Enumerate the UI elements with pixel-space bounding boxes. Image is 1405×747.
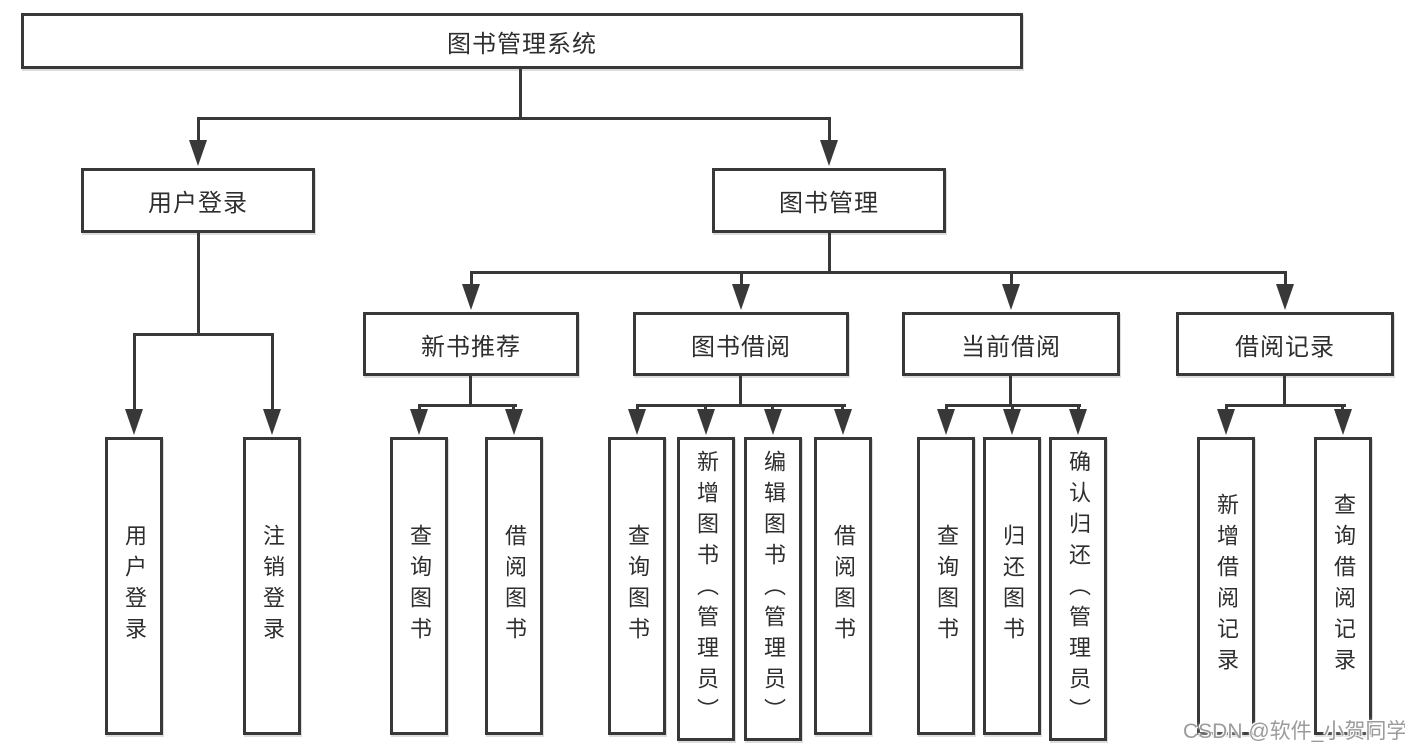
node-current-borrowing-label: 当前借阅 [961, 333, 1061, 361]
leaf-query-books-recommend-label: 查询图书 [407, 524, 432, 648]
node-library-system-label: 图书管理系统 [447, 30, 597, 58]
arrowhead-s3-add-record [1217, 409, 1235, 435]
connector-s3-bar [1225, 404, 1346, 407]
arrowhead-s3-query-record [1334, 409, 1352, 435]
connector-s1-drop-2 [704, 404, 707, 413]
node-user-login-label: 用户登录 [148, 190, 248, 217]
connector-s2-drop-2 [1011, 404, 1014, 413]
node-book-management: 图书管理 [712, 168, 946, 233]
connector-books-drop-2 [740, 271, 743, 288]
arrowhead-s1-edit-books [764, 409, 782, 435]
arrowhead-s1-query-books [628, 409, 646, 435]
connector-root-drop-left [197, 117, 200, 144]
connector-books-drop-1 [470, 271, 473, 288]
leaf-query-books-borrowing-label: 查询图书 [625, 524, 650, 648]
leaf-query-borrow-record: 查询借阅记录 [1314, 437, 1372, 735]
node-current-borrowing: 当前借阅 [902, 312, 1120, 376]
leaf-logout: 注销登录 [243, 437, 301, 735]
leaf-user-login-label: 用户登录 [122, 524, 147, 648]
arrowhead-new-book-recommendation [462, 284, 480, 310]
node-borrowing-records-label: 借阅记录 [1235, 333, 1335, 361]
csdn-watermark: CSDN @软件_小贺同学 [1183, 720, 1405, 743]
connector-s0-bar [418, 404, 517, 407]
connector-s1-drop-3 [771, 404, 774, 413]
leaf-confirm-return-admin-label: 确认归还（管理员） [1066, 449, 1091, 729]
connector-s2-drop-3 [1077, 404, 1080, 413]
connector-books-drop-3 [1010, 271, 1013, 288]
leaf-query-books-recommend: 查询图书 [390, 437, 448, 735]
leaf-query-books-current: 查询图书 [917, 437, 975, 735]
node-user-login: 用户登录 [81, 168, 315, 233]
leaf-add-borrow-record-label: 新增借阅记录 [1214, 493, 1239, 679]
connector-user-bar [133, 333, 274, 336]
connector-s0-drop-2 [512, 404, 515, 413]
arrowhead-s2-query-books [937, 409, 955, 435]
connector-s3-stem [1283, 376, 1286, 406]
leaf-add-borrow-record: 新增借阅记录 [1197, 437, 1255, 735]
leaf-return-books: 归还图书 [983, 437, 1041, 735]
arrowhead-s2-confirm-return [1069, 409, 1087, 435]
leaf-add-books-admin-label: 新增图书（管理员） [694, 449, 719, 729]
connector-root-stem [519, 69, 522, 119]
connector-s2-drop-1 [945, 404, 948, 413]
arrowhead-book-borrowing [732, 284, 750, 310]
leaf-query-books-current-label: 查询图书 [934, 524, 959, 648]
arrowhead-current-borrowing [1002, 284, 1020, 310]
arrowhead-book-management [820, 140, 838, 166]
node-new-book-recommendation-label: 新书推荐 [421, 333, 521, 361]
node-new-book-recommendation: 新书推荐 [363, 312, 579, 376]
connector-user-drop-2 [271, 333, 274, 412]
leaf-borrow-books-recommend-label: 借阅图书 [502, 524, 527, 648]
leaf-user-login: 用户登录 [105, 437, 163, 735]
leaf-borrow-books-borrowing: 借阅图书 [814, 437, 872, 735]
connector-s0-drop-1 [418, 404, 421, 413]
leaf-logout-label: 注销登录 [260, 524, 285, 648]
leaf-add-books-admin: 新增图书（管理员） [677, 437, 735, 741]
node-book-borrowing-label: 图书借阅 [691, 333, 791, 361]
node-borrowing-records: 借阅记录 [1176, 312, 1394, 376]
arrowhead-s2-return-books [1003, 409, 1021, 435]
arrowhead-user-login [189, 140, 207, 166]
connector-user-drop-1 [133, 333, 136, 412]
arrowhead-s1-add-books [697, 409, 715, 435]
connector-s3-drop-1 [1225, 404, 1228, 413]
arrowhead-s0-query-books [410, 409, 428, 435]
connector-books-bar [470, 271, 1287, 274]
leaf-borrow-books-recommend: 借阅图书 [485, 437, 543, 735]
leaf-query-borrow-record-label: 查询借阅记录 [1331, 493, 1356, 679]
arrowhead-s1-borrow-books [834, 409, 852, 435]
connector-s1-stem [739, 376, 742, 406]
node-book-management-label: 图书管理 [779, 190, 879, 217]
connector-s1-bar [636, 404, 846, 407]
connector-books-stem [828, 233, 831, 274]
connector-root-bar [197, 117, 831, 120]
leaf-return-books-label: 归还图书 [1000, 524, 1025, 648]
connector-s3-drop-2 [1341, 404, 1344, 413]
arrowhead-leaf-logout [263, 409, 281, 435]
leaf-query-books-borrowing: 查询图书 [608, 437, 666, 735]
node-library-system: 图书管理系统 [21, 13, 1023, 69]
connector-user-stem [197, 233, 200, 335]
connector-s1-drop-4 [841, 404, 844, 413]
connector-books-drop-4 [1284, 271, 1287, 288]
connector-s0-stem [469, 376, 472, 406]
leaf-edit-books-admin: 编辑图书（管理员） [744, 437, 802, 741]
connector-root-drop-right [828, 117, 831, 144]
connector-s1-drop-1 [636, 404, 639, 413]
arrowhead-s0-borrow-books [505, 409, 523, 435]
arrowhead-borrowing-records [1276, 284, 1294, 310]
arrowhead-leaf-user-login [125, 409, 143, 435]
leaf-edit-books-admin-label: 编辑图书（管理员） [761, 449, 786, 729]
leaf-confirm-return-admin: 确认归还（管理员） [1049, 437, 1107, 741]
node-book-borrowing: 图书借阅 [633, 312, 849, 376]
connector-s2-stem [1009, 376, 1012, 406]
leaf-borrow-books-borrowing-label: 借阅图书 [831, 524, 856, 648]
